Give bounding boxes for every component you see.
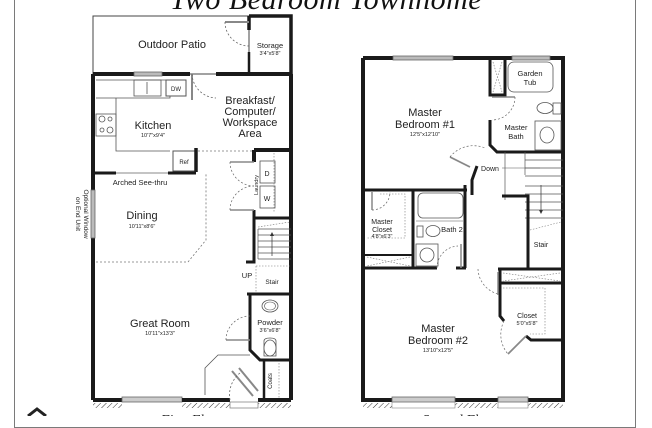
first-floor-label: First Floor — [160, 413, 224, 416]
powder-dims: 3'6"x6'8" — [260, 328, 281, 334]
kitchen-dims: 10'7"x9'4" — [141, 133, 165, 139]
arched-see-thru-label: Arched See-thru — [113, 178, 168, 187]
garden-tub-label-2: Tub — [524, 78, 537, 87]
dining-dims: 10'11"x8'6" — [129, 224, 156, 230]
second-floor-label: Second Floor — [422, 413, 498, 416]
laundry-label: Laundry — [254, 175, 260, 195]
breakfast-label-2: Computer/ — [224, 106, 276, 118]
master-bedroom-1-dims: 12'5"x12'10" — [410, 132, 440, 138]
storage-dims: 3'4"x5'8" — [260, 51, 281, 57]
page-title: Two Bedroom Townhome — [0, 0, 652, 17]
master-bath-label-2: Bath — [508, 132, 523, 141]
bath-2-label: Bath 2 — [441, 225, 463, 234]
closet-label: Closet — [517, 313, 537, 320]
closet-dims: 5'0"x5'8" — [517, 321, 538, 327]
master-bedroom-2-label: Master — [421, 323, 455, 335]
second-floor-plan: Garden Tub Master Bath Down — [361, 55, 565, 416]
optional-window-label: Optional Window — [82, 189, 89, 238]
master-bedroom-2-dims: 13'10"x12'5" — [423, 348, 453, 354]
dishwasher-label: DW — [171, 87, 181, 93]
down-label: Down — [481, 166, 499, 173]
outdoor-patio-label: Outdoor Patio — [138, 39, 206, 51]
dryer-label: D — [264, 171, 269, 178]
dining-label: Dining — [126, 210, 157, 222]
great-room-dims: 10'11"x13'3" — [145, 331, 175, 337]
garden-tub-label: Garden — [517, 69, 542, 78]
house-logo-icon — [27, 407, 47, 416]
master-closet-label-2: Closet — [372, 227, 392, 234]
master-bedroom-1-label-2: Bedroom #1 — [395, 119, 455, 131]
master-closet-label: Master — [371, 219, 393, 226]
master-bath-label: Master — [505, 123, 528, 132]
first-floor-stair-label: Stair — [265, 279, 279, 286]
floor-plan-drawing: DW Ref D W Laundry — [27, 14, 565, 416]
master-closet-dims: 4'8"x6'3" — [372, 234, 393, 240]
coats-label: Coats — [268, 373, 274, 389]
breakfast-label-1: Breakfast/ — [225, 95, 275, 107]
optional-window-sublabel: on End Unit — [74, 197, 81, 231]
stair-up-label: UP — [242, 271, 252, 280]
great-room-label: Great Room — [130, 318, 190, 330]
washer-label: W — [264, 196, 271, 203]
master-bedroom-2-label-2: Bedroom #2 — [408, 335, 468, 347]
breakfast-label-4: Area — [238, 128, 262, 140]
refrigerator-label: Ref — [179, 160, 189, 166]
kitchen-label: Kitchen — [135, 120, 172, 132]
breakfast-label-3: Workspace — [223, 117, 278, 129]
first-floor-plan: DW Ref D W Laundry — [74, 14, 293, 416]
storage-label: Storage — [257, 41, 283, 50]
powder-label: Powder — [257, 318, 283, 327]
master-bedroom-1-label: Master — [408, 107, 442, 119]
second-floor-stair-label: Stair — [534, 242, 549, 249]
